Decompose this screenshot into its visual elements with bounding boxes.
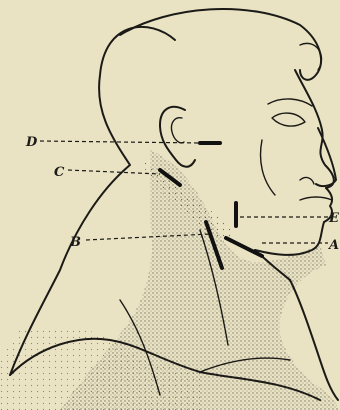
label-e: E	[328, 211, 340, 226]
chin-jaw	[255, 222, 324, 255]
ear-inner	[171, 118, 184, 143]
cheek-line	[261, 140, 275, 195]
leader-d	[40, 141, 200, 143]
hair-outline	[120, 9, 321, 80]
eyebrow	[268, 99, 312, 106]
ear	[160, 107, 195, 167]
label-d: D	[25, 135, 38, 150]
mouth	[300, 197, 332, 200]
label-b: B	[69, 235, 81, 250]
label-c: C	[54, 165, 65, 180]
eye	[272, 113, 305, 126]
label-a: A	[327, 238, 339, 253]
nostril	[300, 177, 314, 184]
forehead-outline	[295, 70, 334, 188]
